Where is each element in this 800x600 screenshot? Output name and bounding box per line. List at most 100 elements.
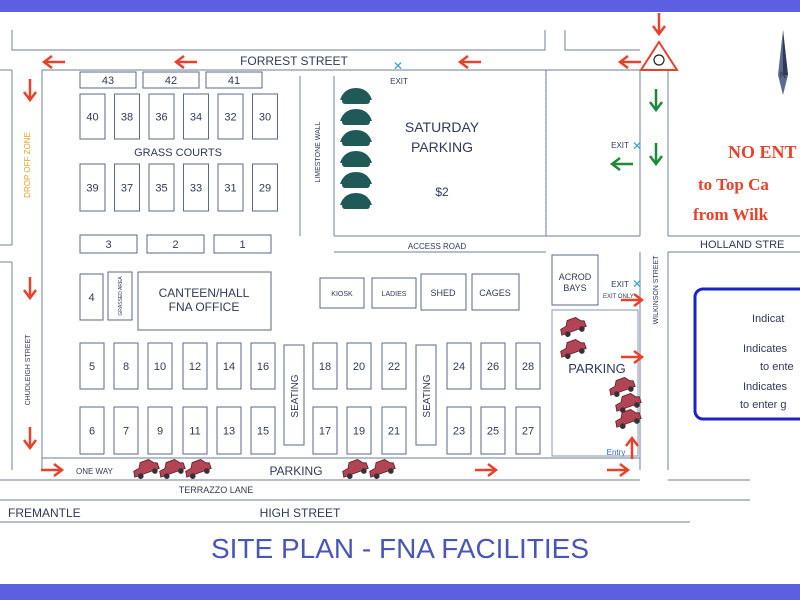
red-arrow	[625, 435, 639, 459]
svg-text:37: 37	[121, 183, 133, 195]
court-31: 31	[217, 163, 244, 212]
parking-bottom-label: PARKING	[269, 464, 322, 478]
seating-right-label: SEATING	[422, 374, 433, 417]
ladies-building	[371, 277, 417, 309]
terrazzo-lane-label: TERRAZZO LANE	[179, 485, 254, 495]
court-15: 15	[250, 406, 276, 455]
red-arrow	[23, 277, 37, 301]
svg-text:32: 32	[224, 112, 236, 124]
svg-text:31: 31	[224, 183, 236, 195]
court-20: 20	[346, 342, 372, 390]
car-icon	[609, 377, 636, 397]
acrod-bays-label: BAYS	[563, 283, 586, 293]
court-33: 33	[183, 163, 209, 212]
seating-left-label: SEATING	[290, 374, 301, 417]
red-arrow	[23, 427, 37, 451]
wilkinson-street-label: WILKINSON STREET	[653, 255, 660, 325]
cars-layer	[133, 310, 736, 479]
one-way-label: ONE WAY	[76, 467, 114, 476]
notice-line-1: NO ENT	[728, 142, 797, 162]
court-3: 3	[79, 234, 138, 254]
svg-text:30: 30	[259, 112, 271, 124]
svg-text:25: 25	[487, 426, 499, 438]
svg-text:4: 4	[88, 292, 94, 304]
svg-text:42: 42	[165, 75, 177, 87]
tree-icon	[340, 109, 372, 121]
red-arrow	[173, 55, 197, 69]
court-34: 34	[183, 93, 209, 140]
court-42: 42	[142, 71, 200, 89]
car-icon	[342, 459, 369, 479]
svg-text:17: 17	[319, 426, 331, 438]
court-39: 39	[79, 163, 106, 212]
court-41: 41	[205, 71, 263, 89]
court-22: 22	[381, 342, 407, 390]
car-icon	[560, 317, 587, 337]
acrod-label: ACROD	[559, 272, 592, 282]
legend-red-line-1: Indicates	[743, 343, 788, 355]
svg-text:26: 26	[487, 361, 499, 373]
green-arrow	[609, 157, 633, 171]
red-arrow	[475, 463, 499, 477]
svg-text:EXIT: EXIT	[390, 77, 408, 86]
parking-right-area	[551, 309, 639, 457]
green-arrow	[649, 89, 663, 113]
svg-text:14: 14	[223, 361, 235, 373]
court-17: 17	[312, 406, 338, 455]
ladies-label: LADIES	[382, 291, 407, 298]
svg-text:22: 22	[388, 361, 400, 373]
svg-text:16: 16	[257, 361, 269, 373]
car-icon	[369, 459, 396, 479]
car-icon	[615, 393, 642, 413]
limestone-wall-label: LIMESTONE WALL	[315, 121, 322, 182]
car-icon	[159, 459, 186, 479]
red-arrow	[41, 463, 65, 477]
car-icon	[560, 339, 587, 359]
exit-marker-top: ✕ EXIT	[390, 59, 408, 86]
court-30: 30	[252, 93, 278, 140]
court-6: 6	[79, 406, 105, 455]
svg-text:43: 43	[102, 75, 114, 87]
grassed-area	[107, 271, 133, 321]
tree-icon	[340, 193, 372, 205]
svg-text:41: 41	[228, 75, 240, 87]
svg-text:11: 11	[189, 426, 200, 438]
red-arrow	[457, 55, 481, 69]
svg-text:5: 5	[89, 361, 95, 373]
trees	[340, 88, 372, 209]
red-arrow	[652, 13, 666, 37]
court-24: 24	[446, 342, 472, 390]
svg-text:18: 18	[319, 361, 331, 373]
court-32: 32	[217, 93, 244, 140]
seating-right	[415, 344, 437, 446]
car-icon	[133, 459, 160, 479]
high-street-label: HIGH STREET	[260, 506, 341, 520]
red-arrow	[41, 55, 65, 69]
court-16: 16	[250, 342, 276, 390]
car-icon	[615, 409, 642, 429]
legend-green-line-2: to enter g	[740, 399, 786, 411]
svg-text:✕: ✕	[632, 277, 642, 291]
svg-text:34: 34	[190, 112, 202, 124]
svg-text:✕: ✕	[393, 59, 403, 73]
notice-line-3: from Wilk	[693, 205, 769, 224]
court-2: 2	[146, 234, 205, 254]
no-entry-notice: NO ENT to Top Ca from Wilk	[693, 142, 797, 224]
svg-text:33: 33	[190, 183, 202, 195]
svg-text:28: 28	[522, 361, 534, 373]
svg-text:38: 38	[121, 112, 133, 124]
svg-text:EXIT: EXIT	[611, 141, 629, 150]
svg-text:EXIT: EXIT	[611, 280, 629, 289]
svg-text:10: 10	[154, 361, 166, 373]
cages-label: CAGES	[479, 288, 511, 298]
svg-text:9: 9	[157, 426, 163, 438]
parking-price: $2	[435, 185, 449, 199]
svg-text:35: 35	[155, 183, 167, 195]
car-icon	[185, 459, 212, 479]
fna-office-label: FNA OFFICE	[169, 300, 240, 314]
canteen-label: CANTEEN/HALL	[159, 286, 250, 300]
shed-building	[420, 273, 467, 311]
svg-text:6: 6	[89, 426, 95, 438]
